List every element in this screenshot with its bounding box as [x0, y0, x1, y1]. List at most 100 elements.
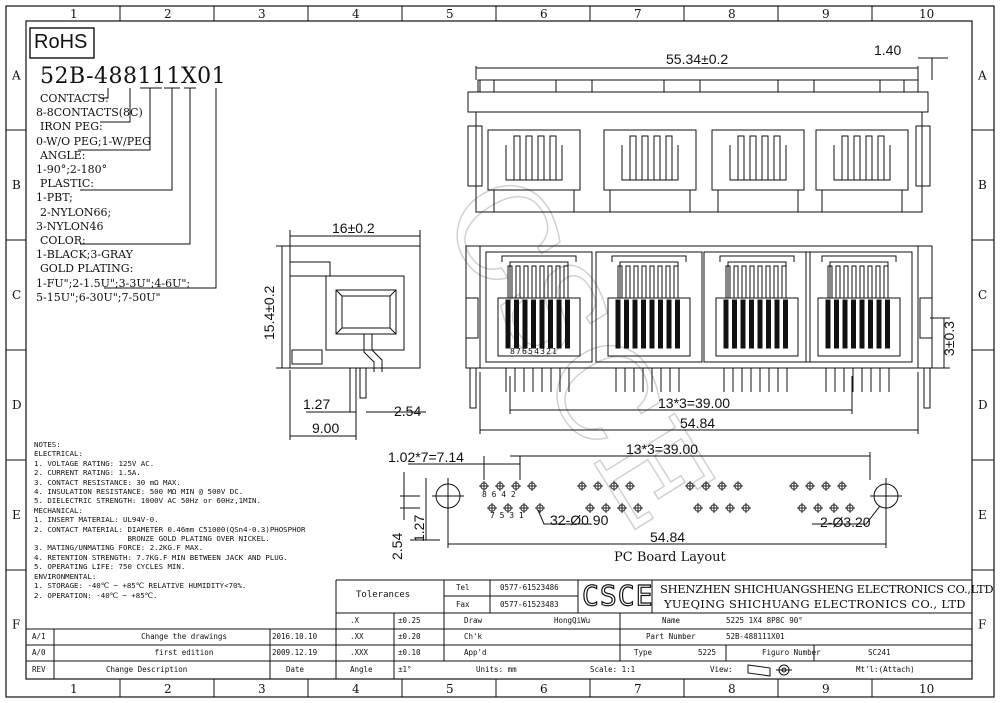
note-line: 1. STORAGE: -40℃ ~ +85℃ RELATIVE HUMIDIT…: [34, 581, 247, 591]
grid-col-label: 10: [919, 682, 934, 696]
revision-desc: Change the drawings: [141, 632, 227, 641]
grid-row-label: C: [978, 288, 987, 302]
legend-line: IRON PEG:: [40, 120, 103, 134]
note-line: 2. CONTACT MATERIAL: DIAMETER 0.46mm C51…: [34, 524, 306, 534]
revision-date: 2016.10.10: [272, 632, 318, 641]
type-label: Type: [634, 648, 653, 657]
legend-line: 2-NYLON66;: [40, 205, 112, 219]
note-line: 1. VOLTAGE RATING: 125V AC.: [34, 458, 155, 468]
legend-line: 3-NYLON46: [36, 219, 104, 233]
tolerances-label: Tolerances: [356, 590, 411, 600]
pcb-layout: [400, 452, 902, 548]
company-name-2: YUEQING SHICHUANG ELECTRONICS CO., LTD: [664, 597, 966, 611]
watermark: CSCE: [411, 149, 744, 556]
grid-col-label: 10: [919, 7, 934, 21]
dim-pcb-v2: 1.27: [411, 514, 427, 542]
grid-row-label: A: [977, 69, 987, 83]
note-line: 5. OPERATING LIFE: 750 CYCLES MIN.: [34, 562, 186, 572]
tolerance-value: ±0.25: [398, 616, 421, 625]
note-line: 3. MATING/UNMATING FORCE: 2.2KG.F MAX.: [34, 543, 204, 553]
dim-side-width: 16±0.2: [332, 220, 375, 236]
legend-line: 5-15U";6-30U";7-50U": [36, 290, 161, 304]
tolerance-value: ±0.20: [398, 632, 421, 641]
legend-line: 0-W/O PEG;1-W/PEG: [36, 134, 151, 148]
note-line: 2. OPERATION: -40℃ ~ +85℃.: [34, 590, 158, 600]
note-line: 5. DIELECTRIC STRENGTH: 1000V AC 50Hz or…: [34, 496, 261, 506]
grid-col-label: 1: [70, 7, 78, 21]
grid-col-label: 4: [352, 682, 360, 696]
grid-row-label: F: [12, 618, 20, 632]
figuro-value: SC241: [868, 648, 891, 657]
grid-col-label: 7: [634, 7, 642, 21]
grid-col-label: 5: [446, 7, 454, 21]
tel-value: 0577-61523486: [500, 583, 559, 592]
grid-col-label: 1: [70, 682, 78, 696]
port-front: [805, 251, 913, 363]
note-line: MECHANICAL:: [34, 505, 83, 515]
port-front: [485, 251, 593, 363]
dim-pcb-width: 54.84: [650, 529, 686, 545]
port-top: [815, 129, 909, 191]
part-code-legend: CONTACTS:8-8CONTACTS(8C)IRON PEG:0-W/O P…: [36, 92, 190, 305]
dim-front-height: 3±0.3: [941, 321, 957, 356]
name-label: Name: [662, 616, 681, 625]
draw-label: Draw: [464, 616, 483, 625]
fax-value: 0577-61523483: [500, 600, 559, 609]
dim-pcb-holes: 32-Ø0.90: [550, 512, 609, 528]
grid-col-label: 8: [728, 682, 736, 696]
note-line: 4. RETENTION STRENGTH: 7.7KG.F MIN BETWE…: [34, 552, 288, 562]
rev-header-desc: Change Description: [106, 665, 188, 674]
grid-row-label: B: [978, 178, 987, 192]
note-line: BRONZE GOLD PLATING OVER NICKEL.: [34, 534, 270, 544]
fax-label: Fax: [456, 600, 470, 609]
port-top: [603, 129, 697, 191]
grid-col-label: 6: [540, 7, 548, 21]
legend-line: 8-8CONTACTS(8C): [36, 106, 143, 120]
grid-row-label: E: [12, 508, 21, 522]
tolerance-key: .XX: [350, 632, 364, 641]
type-value: 5225: [698, 648, 717, 657]
dim-top-offset: 1.40: [874, 42, 902, 58]
grid-col-label: 7: [634, 682, 642, 696]
dim-pcb-v1: 2.54: [389, 532, 405, 560]
top-view: [467, 57, 948, 213]
port-top: [487, 129, 581, 191]
dim-side-height: 15.4±0.2: [261, 285, 277, 340]
grid-col-label: 8: [728, 7, 736, 21]
part-number-value: 52B-488111X01: [726, 632, 785, 641]
note-line: 1. INSERT MATERIAL: UL94V-0.: [34, 515, 159, 525]
grid-col-label: 3: [258, 682, 266, 696]
note-line: 2. CURRENT RATING: 1.5A.: [34, 468, 141, 478]
tel-label: Tel: [456, 583, 470, 592]
grid-row-label: F: [978, 618, 986, 632]
revision-rev: A/1: [32, 632, 46, 641]
grid-row-label: D: [978, 398, 988, 412]
rev-header-date: Date: [286, 665, 305, 674]
note-line: ELECTRICAL:: [34, 449, 83, 459]
material: Mt'l:(Attach): [856, 665, 915, 674]
pcb-pin-top: 8 6 4 2: [482, 490, 516, 499]
grid-row-label: B: [12, 178, 21, 192]
rev-header-rev: REV: [32, 665, 46, 674]
company-logo: CSCE: [581, 579, 654, 612]
note-line: NOTES:: [34, 440, 61, 449]
title-block: [26, 579, 972, 679]
legend-line: COLOR:: [40, 234, 86, 248]
chk-label: Ch'k: [464, 632, 483, 641]
grid-row-label: E: [978, 508, 987, 522]
rohs-label: RoHS: [34, 31, 88, 53]
grid-col-label: 4: [352, 7, 360, 21]
dim-port-pitch: 13*3=39.00: [658, 395, 731, 411]
app-label: App'd: [464, 648, 487, 657]
units: Units: mm: [476, 665, 517, 674]
pin-numbers: 87654321: [510, 347, 559, 356]
grid-col-label: 3: [258, 7, 266, 21]
tolerance-key: Angle: [350, 665, 373, 674]
port-top: [711, 129, 805, 191]
view-symbol-icon: [747, 664, 792, 677]
tolerance-key: .X: [350, 616, 360, 625]
dim-overall-width: 55.34±0.2: [666, 51, 729, 67]
dim-side-depth: 9.00: [312, 420, 340, 436]
legend-line: 1-BLACK;3-GRAY: [36, 248, 133, 262]
